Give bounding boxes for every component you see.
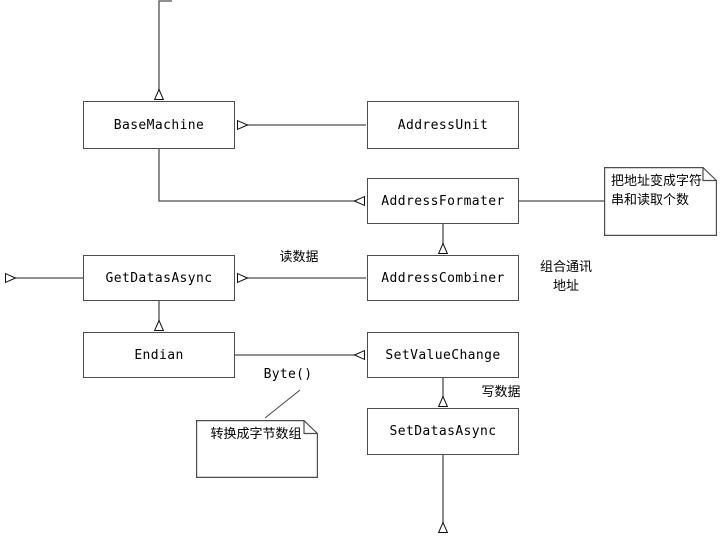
note-text: 把地址变成字符串和读取个数 (611, 174, 703, 208)
edge-external-top-to-base-machine (159, 0, 172, 99)
node-label: BaseMachine (113, 117, 205, 133)
label-line-1: 组合通讯 (539, 260, 592, 275)
label-read-data: 读数据 (279, 250, 319, 265)
label-line-2: 地址 (552, 279, 579, 294)
node-set-datas-async[interactable]: SetDatasAsync (367, 408, 519, 455)
edge-base-machine-to-address-formater (158, 149, 364, 201)
node-label: AddressCombiner (381, 270, 505, 286)
note-text: 转换成字节数组 (210, 427, 302, 442)
node-address-unit[interactable]: AddressUnit (367, 101, 519, 149)
node-base-machine[interactable]: BaseMachine (83, 101, 235, 149)
node-label: Endian (134, 347, 184, 363)
edge-note-byte-connector (264, 389, 301, 419)
label-combine-communication-address: 组合通讯 地址 (527, 258, 605, 296)
note-shape-icon (196, 420, 318, 478)
note-shape-icon (604, 167, 717, 236)
node-endian[interactable]: Endian (83, 332, 235, 378)
node-label: AddressFormater (381, 193, 505, 209)
node-get-datas-async[interactable]: GetDatasAsync (83, 255, 235, 301)
note-address-description[interactable]: 把地址变成字符串和读取个数 (604, 167, 717, 236)
node-label: GetDatasAsync (105, 270, 213, 286)
node-set-value-change[interactable]: SetValueChange (367, 332, 519, 378)
node-address-formater[interactable]: AddressFormater (367, 178, 519, 224)
label-byte: Byte() (263, 367, 313, 382)
node-label: AddressUnit (397, 117, 489, 133)
node-label: SetDatasAsync (389, 424, 497, 439)
label-write-data: 写数据 (481, 385, 521, 400)
note-byte-description[interactable]: 转换成字节数组 (196, 420, 318, 478)
node-label: SetValueChange (385, 347, 501, 363)
node-address-combiner[interactable]: AddressCombiner (367, 255, 519, 301)
